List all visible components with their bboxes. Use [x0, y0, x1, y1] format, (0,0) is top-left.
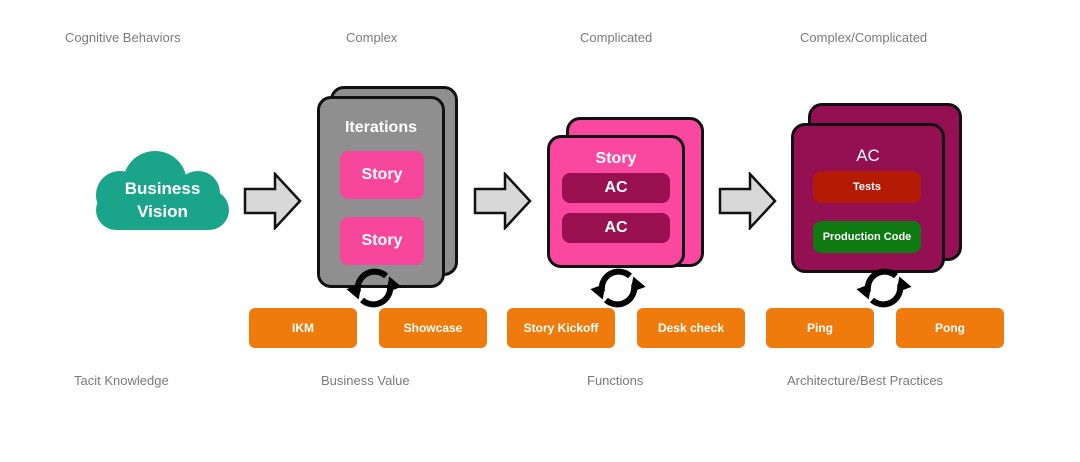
cloud-icon	[96, 151, 229, 230]
cloud-text-line2: Vision	[137, 202, 188, 221]
right-arrow-icon	[243, 172, 303, 230]
story-title: Story	[595, 150, 637, 167]
iterations-card: Iterations Story Story	[317, 96, 445, 288]
label-architecture-best-practices: Architecture/Best Practices	[787, 373, 944, 388]
practice-ikm: IKM	[249, 308, 357, 348]
story-chip: Story	[340, 217, 424, 265]
ac-chip: AC	[562, 173, 670, 203]
label-functions: Functions	[587, 373, 644, 388]
production-code-chip: Production Code	[813, 221, 921, 253]
refresh-cycle-icon	[344, 262, 404, 314]
ac-card: AC Tests Production Code	[791, 123, 945, 273]
practice-ping: Ping	[766, 308, 874, 348]
tests-chip: Tests	[813, 171, 921, 203]
practice-showcase: Showcase	[379, 308, 487, 348]
right-arrow-icon	[473, 172, 533, 230]
practice-desk-check: Desk check	[637, 308, 745, 348]
iterations-title: Iterations	[344, 119, 417, 136]
practice-pong: Pong	[896, 308, 1004, 348]
cloud-text-line1: Business	[124, 179, 201, 198]
label-complicated: Complicated	[580, 30, 653, 45]
practice-story-kickoff: Story Kickoff	[507, 308, 615, 348]
label-tacit-knowledge: Tacit Knowledge	[74, 373, 169, 388]
ac-chip: AC	[562, 213, 670, 243]
refresh-cycle-icon	[588, 262, 648, 314]
refresh-cycle-icon	[854, 262, 914, 314]
story-chip: Story	[340, 151, 424, 199]
story-card: Story AC AC	[547, 135, 685, 268]
label-cognitive-behaviors: Cognitive Behaviors	[65, 30, 181, 45]
label-complex-complicated: Complex/Complicated	[800, 30, 928, 45]
ac-title: AC	[856, 146, 880, 165]
business-vision-cloud: Business Vision	[90, 145, 235, 235]
label-business-value: Business Value	[321, 373, 410, 388]
label-complex: Complex	[346, 30, 398, 45]
right-arrow-icon	[718, 172, 778, 230]
